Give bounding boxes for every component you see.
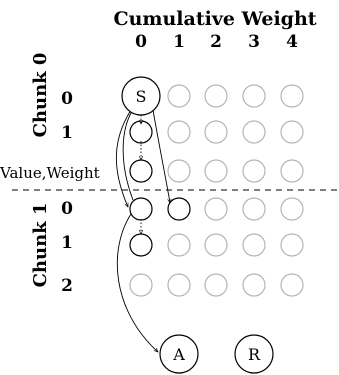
edge-s-to-chunk1-r0-alt	[122, 110, 134, 201]
edges	[115, 109, 170, 352]
state-node-r3-c4	[280, 197, 304, 221]
edge-to-accept	[116, 213, 158, 352]
state-node-r5-c0	[129, 273, 153, 297]
state-node-r5-c1	[167, 273, 191, 297]
state-node-r2-c0	[129, 159, 153, 183]
state-node-r5-c3	[242, 273, 266, 297]
state-node-r5-c4	[280, 273, 304, 297]
state-node-r1-c1	[167, 120, 191, 144]
chunk0-row-label-0: 0	[61, 89, 73, 109]
state-grid	[129, 84, 304, 297]
state-node-r4-c2	[204, 233, 228, 257]
edge-s-to-chunk1-r0	[115, 109, 132, 207]
column-header-3: 3	[248, 32, 260, 52]
state-node-r4-c3	[242, 233, 266, 257]
accept-node-label: A	[172, 345, 185, 364]
state-node-r0-c3	[242, 84, 266, 108]
state-node-r2-c4	[280, 159, 304, 183]
row-labels: 0 1 0 1 2	[61, 89, 73, 296]
state-node-r0-c1	[167, 84, 191, 108]
state-node-r3-c1	[167, 197, 191, 221]
state-node-r4-c4	[280, 233, 304, 257]
source-node: S	[121, 76, 161, 116]
state-node-r0-c4	[280, 84, 304, 108]
chunk0-row-label-1: 1	[61, 123, 73, 143]
state-node-r4-c0	[129, 233, 153, 257]
reject-node: R	[234, 334, 274, 374]
accept-node-circle	[159, 334, 199, 374]
edge-label: Value,Weight	[0, 164, 100, 182]
source-node-label: S	[136, 87, 147, 106]
state-node-r2-c2	[204, 159, 228, 183]
column-header-0: 0	[135, 32, 147, 52]
chunk1-row-label-2: 2	[61, 276, 73, 296]
state-node-r2-c3	[242, 159, 266, 183]
reject-node-label: R	[248, 345, 261, 364]
edge-s-to-chunk1-r0-c1	[152, 109, 170, 203]
state-node-r3-c0	[129, 197, 153, 221]
chunk-label-0: Chunk 0	[30, 53, 51, 138]
state-node-r2-c1	[167, 159, 191, 183]
chunk1-row-label-1: 1	[61, 233, 73, 253]
state-node-r4-c1	[167, 233, 191, 257]
state-node-r3-c3	[242, 197, 266, 221]
state-node-r1-c2	[204, 120, 228, 144]
chunk-label-1: Chunk 1	[30, 203, 51, 288]
column-header-1: 1	[173, 32, 185, 52]
state-node-r1-c0	[129, 120, 153, 144]
state-node-r3-c2	[204, 197, 228, 221]
state-node-r1-c4	[280, 120, 304, 144]
column-header-4: 4	[286, 32, 298, 52]
reject-node-circle	[234, 334, 274, 374]
state-node-r1-c3	[242, 120, 266, 144]
source-node-circle	[121, 76, 161, 116]
chunk1-row-label-0: 0	[61, 199, 73, 219]
column-headers: 0 1 2 3 4	[135, 32, 298, 52]
column-header-2: 2	[210, 32, 222, 52]
state-node-r5-c2	[204, 273, 228, 297]
state-node-r0-c2	[204, 84, 228, 108]
diagram-title: Cumulative Weight	[113, 8, 316, 30]
accept-node: A	[159, 334, 199, 374]
